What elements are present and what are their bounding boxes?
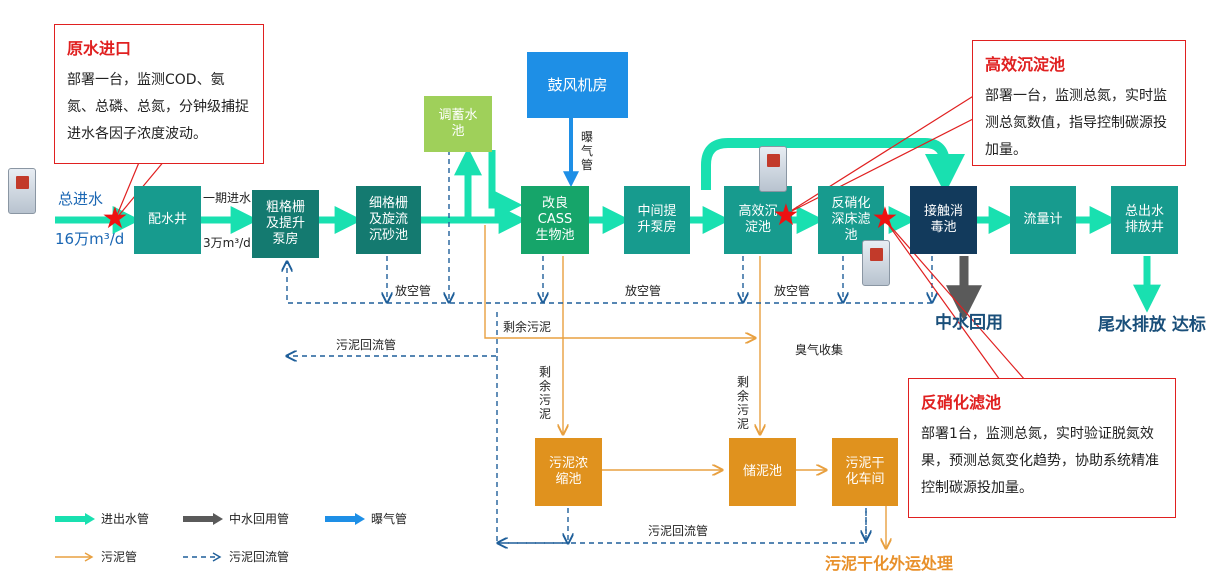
box-zongchu: 总出水 排放井 <box>1111 186 1178 254</box>
box-tiaoxu: 调蓄水 池 <box>424 96 492 152</box>
sludge-disposal-label: 污泥干化外运处理 <box>825 554 954 573</box>
callout-title: 高效沉淀池 <box>985 55 1066 74</box>
box-gaoxiao: 高效沉 淀池 <box>724 186 792 254</box>
inlet-title: 总进水 <box>58 190 104 208</box>
legend-reuse: 中水回用管 <box>183 510 289 527</box>
box-peishui: 配水井 <box>134 186 201 254</box>
air-pipe-label: 曝气管 <box>580 130 593 172</box>
callout-title: 原水进口 <box>67 39 132 58</box>
box-wuniganhua: 污泥干 化车间 <box>832 438 898 506</box>
callout-title: 反硝化滤池 <box>921 393 1002 412</box>
legend-label: 曝气管 <box>371 512 408 526</box>
callout-raw-water: 原水进口 部署一台，监测COD、氨氮、总磷、总氮，分钟级捕捉进水各因子浓度波动。 <box>54 24 264 164</box>
legend-return: 污泥回流管 <box>183 548 289 565</box>
water-pipes <box>55 138 1161 313</box>
box-wunilnong: 污泥浓 缩池 <box>535 438 602 506</box>
analyzer-device-icon <box>862 240 890 286</box>
box-xigeshan: 细格栅 及旋流 沉砂池 <box>356 186 421 254</box>
callout-sedimentation: 高效沉淀池 部署一台，监测总氮，实时监测总氮数值，指导控制碳源投加量。 <box>972 40 1186 166</box>
legend-label: 污泥回流管 <box>229 550 290 564</box>
box-chuni: 储泥池 <box>729 438 796 506</box>
inlet-flow: 16万m³/d <box>55 230 125 248</box>
drain-label: 放空管 <box>774 284 811 298</box>
return-pipe-label: 污泥回流管 <box>336 338 397 352</box>
legend-air: 曝气管 <box>325 510 407 527</box>
legend-sludge: 污泥管 <box>55 548 137 565</box>
drain-label: 放空管 <box>395 284 432 298</box>
return-pipe-label: 污泥回流管 <box>648 524 709 538</box>
legend-label: 中水回用管 <box>229 512 290 526</box>
analyzer-device-icon <box>759 146 787 192</box>
callout-desc: 部署1台，监测总氮，实时验证脱氮效果，预测总氮变化趋势，协助系统精准控制碳源投加… <box>921 426 1159 496</box>
odor-collection-label: 臭气收集 <box>795 343 844 357</box>
legend-water: 进出水管 <box>55 510 149 527</box>
phase-flow: 3万m³/d <box>203 236 251 250</box>
box-cugeshan: 粗格栅 及提升 泵房 <box>252 190 319 258</box>
callout-desc: 部署一台，监测COD、氨氮、总磷、总氮，分钟级捕捉进水各因子浓度波动。 <box>67 72 249 142</box>
discharge-label: 尾水排放 达标 <box>1098 315 1206 335</box>
excess-sludge-label: 剩余污泥 <box>736 375 749 431</box>
box-cass: 改良 CASS 生物池 <box>521 186 589 254</box>
excess-sludge-label: 剩余污泥 <box>538 365 551 421</box>
return-pipes <box>287 150 932 543</box>
callout-denitrification: 反硝化滤池 部署1台，监测总氮，实时验证脱氮效果，预测总氮变化趋势，协助系统精准… <box>908 378 1176 518</box>
monitor-point-star-icon: ★ <box>772 198 800 233</box>
analyzer-device-icon <box>8 168 36 214</box>
excess-sludge-label: 剩余污泥 <box>503 320 552 334</box>
box-gufeng: 鼓风机房 <box>527 52 628 118</box>
monitor-point-star-icon: ★ <box>101 201 129 236</box>
box-zhongjian: 中间提 升泵房 <box>624 186 690 254</box>
reuse-label: 中水回用 <box>935 313 1003 333</box>
legend-label: 进出水管 <box>101 512 150 526</box>
drain-label: 放空管 <box>625 284 662 298</box>
legend-label: 污泥管 <box>101 550 138 564</box>
sludge-pipes <box>484 225 886 548</box>
callout-desc: 部署一台，监测总氮，实时监测总氮数值，指导控制碳源投加量。 <box>985 88 1167 158</box>
phase-label: 一期进水 <box>203 191 252 205</box>
box-liuliang: 流量计 <box>1010 186 1076 254</box>
monitor-point-star-icon: ★ <box>871 201 899 236</box>
box-jiechu: 接触消 毒池 <box>910 186 977 254</box>
